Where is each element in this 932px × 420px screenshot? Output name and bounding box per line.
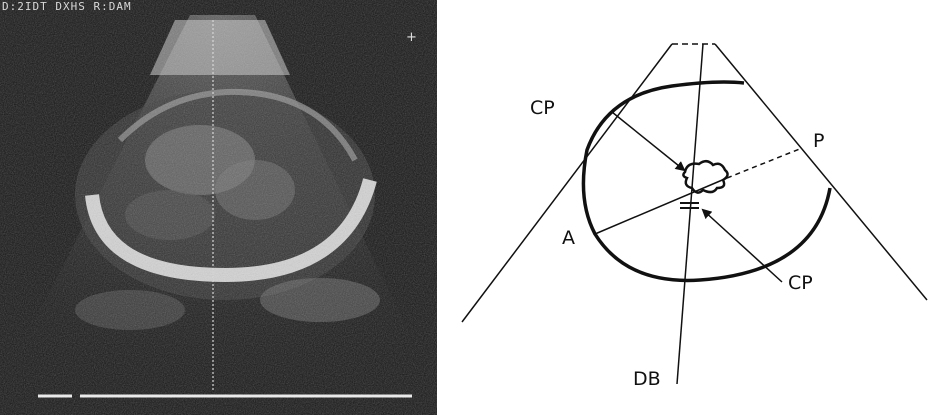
ultrasound-graphic: [0, 0, 437, 415]
sector-right-line: [715, 44, 927, 300]
ap-line: [595, 178, 727, 234]
label-db: DB: [633, 370, 661, 389]
speckle-noise: [0, 0, 437, 415]
db-line: [677, 44, 703, 384]
ap-line-dashed: [727, 148, 802, 178]
plus-marker: +: [406, 30, 417, 45]
label-p: P: [813, 132, 824, 151]
sector-left-line: [462, 44, 672, 322]
cp-bottom-arrow: [703, 210, 782, 282]
label-cp-bottom: CP: [788, 274, 813, 293]
schematic-diagram: CP P A CP DB: [437, 0, 932, 415]
schematic-graphic: [437, 0, 932, 415]
ultrasound-header-text: D:2IDT DXHS R:DAM: [2, 0, 132, 13]
ultrasound-image: D:2IDT DXHS R:DAM +: [0, 0, 437, 415]
label-cp-top: CP: [530, 99, 555, 118]
label-a: A: [562, 229, 575, 248]
cp-top-arrow: [612, 112, 684, 170]
